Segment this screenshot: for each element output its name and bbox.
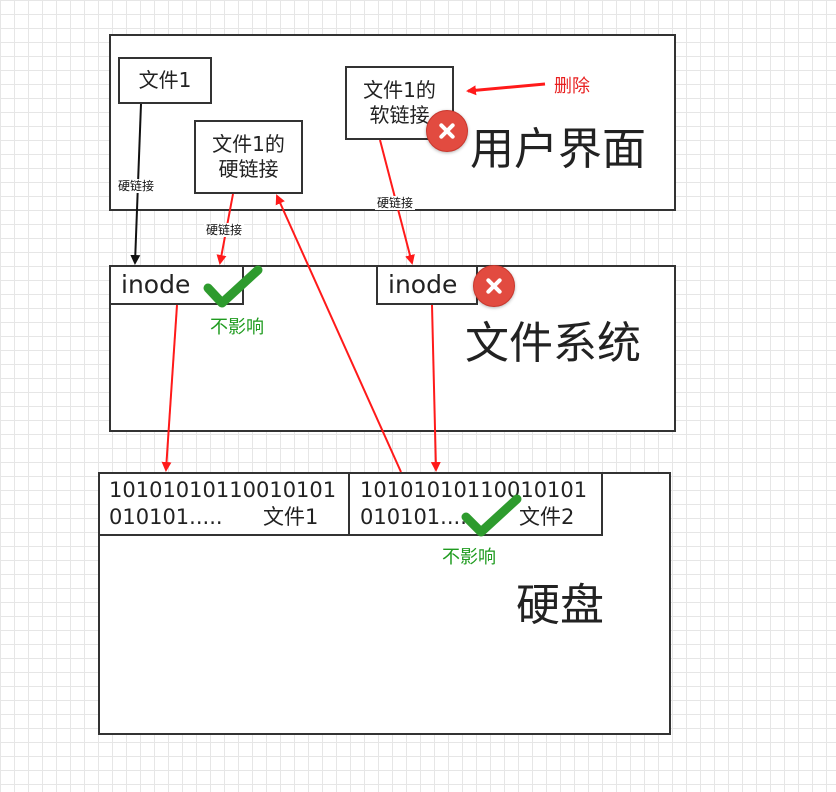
edge-label-hardlink: 硬链接: [204, 223, 245, 238]
file1-node[interactable]: 文件1: [118, 57, 212, 104]
inode-right-label: inode: [388, 270, 458, 300]
disk-title: 硬盘: [516, 580, 604, 631]
unaffected-annotation-disk: 不影响: [442, 547, 496, 568]
inode-left-label: inode: [121, 270, 191, 300]
close-circle-icon[interactable]: [473, 265, 515, 307]
edge-label-softlink: 硬链接: [375, 196, 416, 211]
disk-block-2-name: 文件2: [519, 505, 575, 529]
softlink-label-line2: 软链接: [369, 103, 430, 127]
edge-label-file1-hardlink: 硬链接: [116, 179, 157, 194]
unaffected-annotation-inode: 不影响: [210, 317, 264, 338]
softlink-node[interactable]: 文件1的 软链接: [345, 66, 454, 140]
inode-left[interactable]: inode: [109, 265, 244, 305]
disk-block-2-bits2: 010101.....: [360, 505, 474, 529]
file1-label: 文件1: [138, 68, 192, 92]
softlink-label-line1: 文件1的: [363, 78, 436, 102]
file-system-title: 文件系统: [465, 318, 641, 369]
disk-block-1-bits1: 10101010110010101: [109, 478, 337, 502]
disk-block-1-name: 文件1: [263, 505, 319, 529]
disk-block-2-bits1: 10101010110010101: [360, 478, 588, 502]
close-circle-icon[interactable]: [426, 110, 468, 152]
hardlink-node[interactable]: 文件1的 硬链接: [194, 120, 303, 194]
inode-right[interactable]: inode: [376, 265, 478, 305]
delete-annotation: 删除: [554, 76, 590, 97]
user-interface-title: 用户界面: [470, 124, 646, 175]
disk-block-1[interactable]: [98, 472, 350, 536]
disk-block-1-bits2: 010101.....: [109, 505, 223, 529]
hardlink-label-line1: 文件1的: [212, 132, 285, 156]
hardlink-label-line2: 硬链接: [218, 157, 279, 181]
